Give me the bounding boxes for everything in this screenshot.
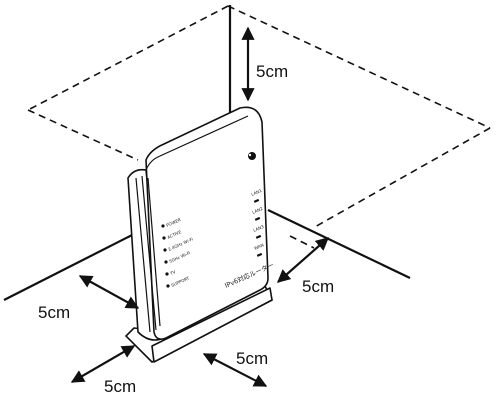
dim-label-front-left: 5cm bbox=[104, 377, 136, 396]
led-label-power: POWER bbox=[165, 217, 181, 228]
arrow-right bbox=[277, 237, 329, 283]
dim-label-left: 5cm bbox=[38, 303, 70, 322]
arrow-front-left bbox=[70, 345, 136, 383]
port-indicators: LAN1 LAN2 LAN3 WAN bbox=[250, 188, 265, 257]
right-floor-edge bbox=[267, 209, 411, 279]
led-label-active: ACTIVE bbox=[166, 229, 182, 240]
port-label-lan2: LAN2 bbox=[251, 206, 263, 215]
brand-logo-icon bbox=[248, 152, 256, 160]
led-column bbox=[161, 224, 170, 288]
dim-label-front-right: 5cm bbox=[236, 349, 268, 368]
dimension-arrows bbox=[70, 26, 329, 387]
arrow-left bbox=[78, 275, 140, 309]
port-label-wan: WAN bbox=[253, 242, 264, 251]
dim-label-right: 5cm bbox=[302, 277, 334, 296]
left-floor-edge bbox=[3, 231, 139, 301]
port-label-lan3: LAN3 bbox=[252, 224, 264, 233]
router-front-face bbox=[145, 106, 269, 340]
arrow-front-right bbox=[202, 353, 268, 387]
dim-label-top: 5cm bbox=[256, 62, 288, 81]
port-label-lan1: LAN1 bbox=[250, 188, 262, 197]
router-device bbox=[125, 106, 273, 363]
led-label-tv: TV bbox=[168, 269, 176, 276]
